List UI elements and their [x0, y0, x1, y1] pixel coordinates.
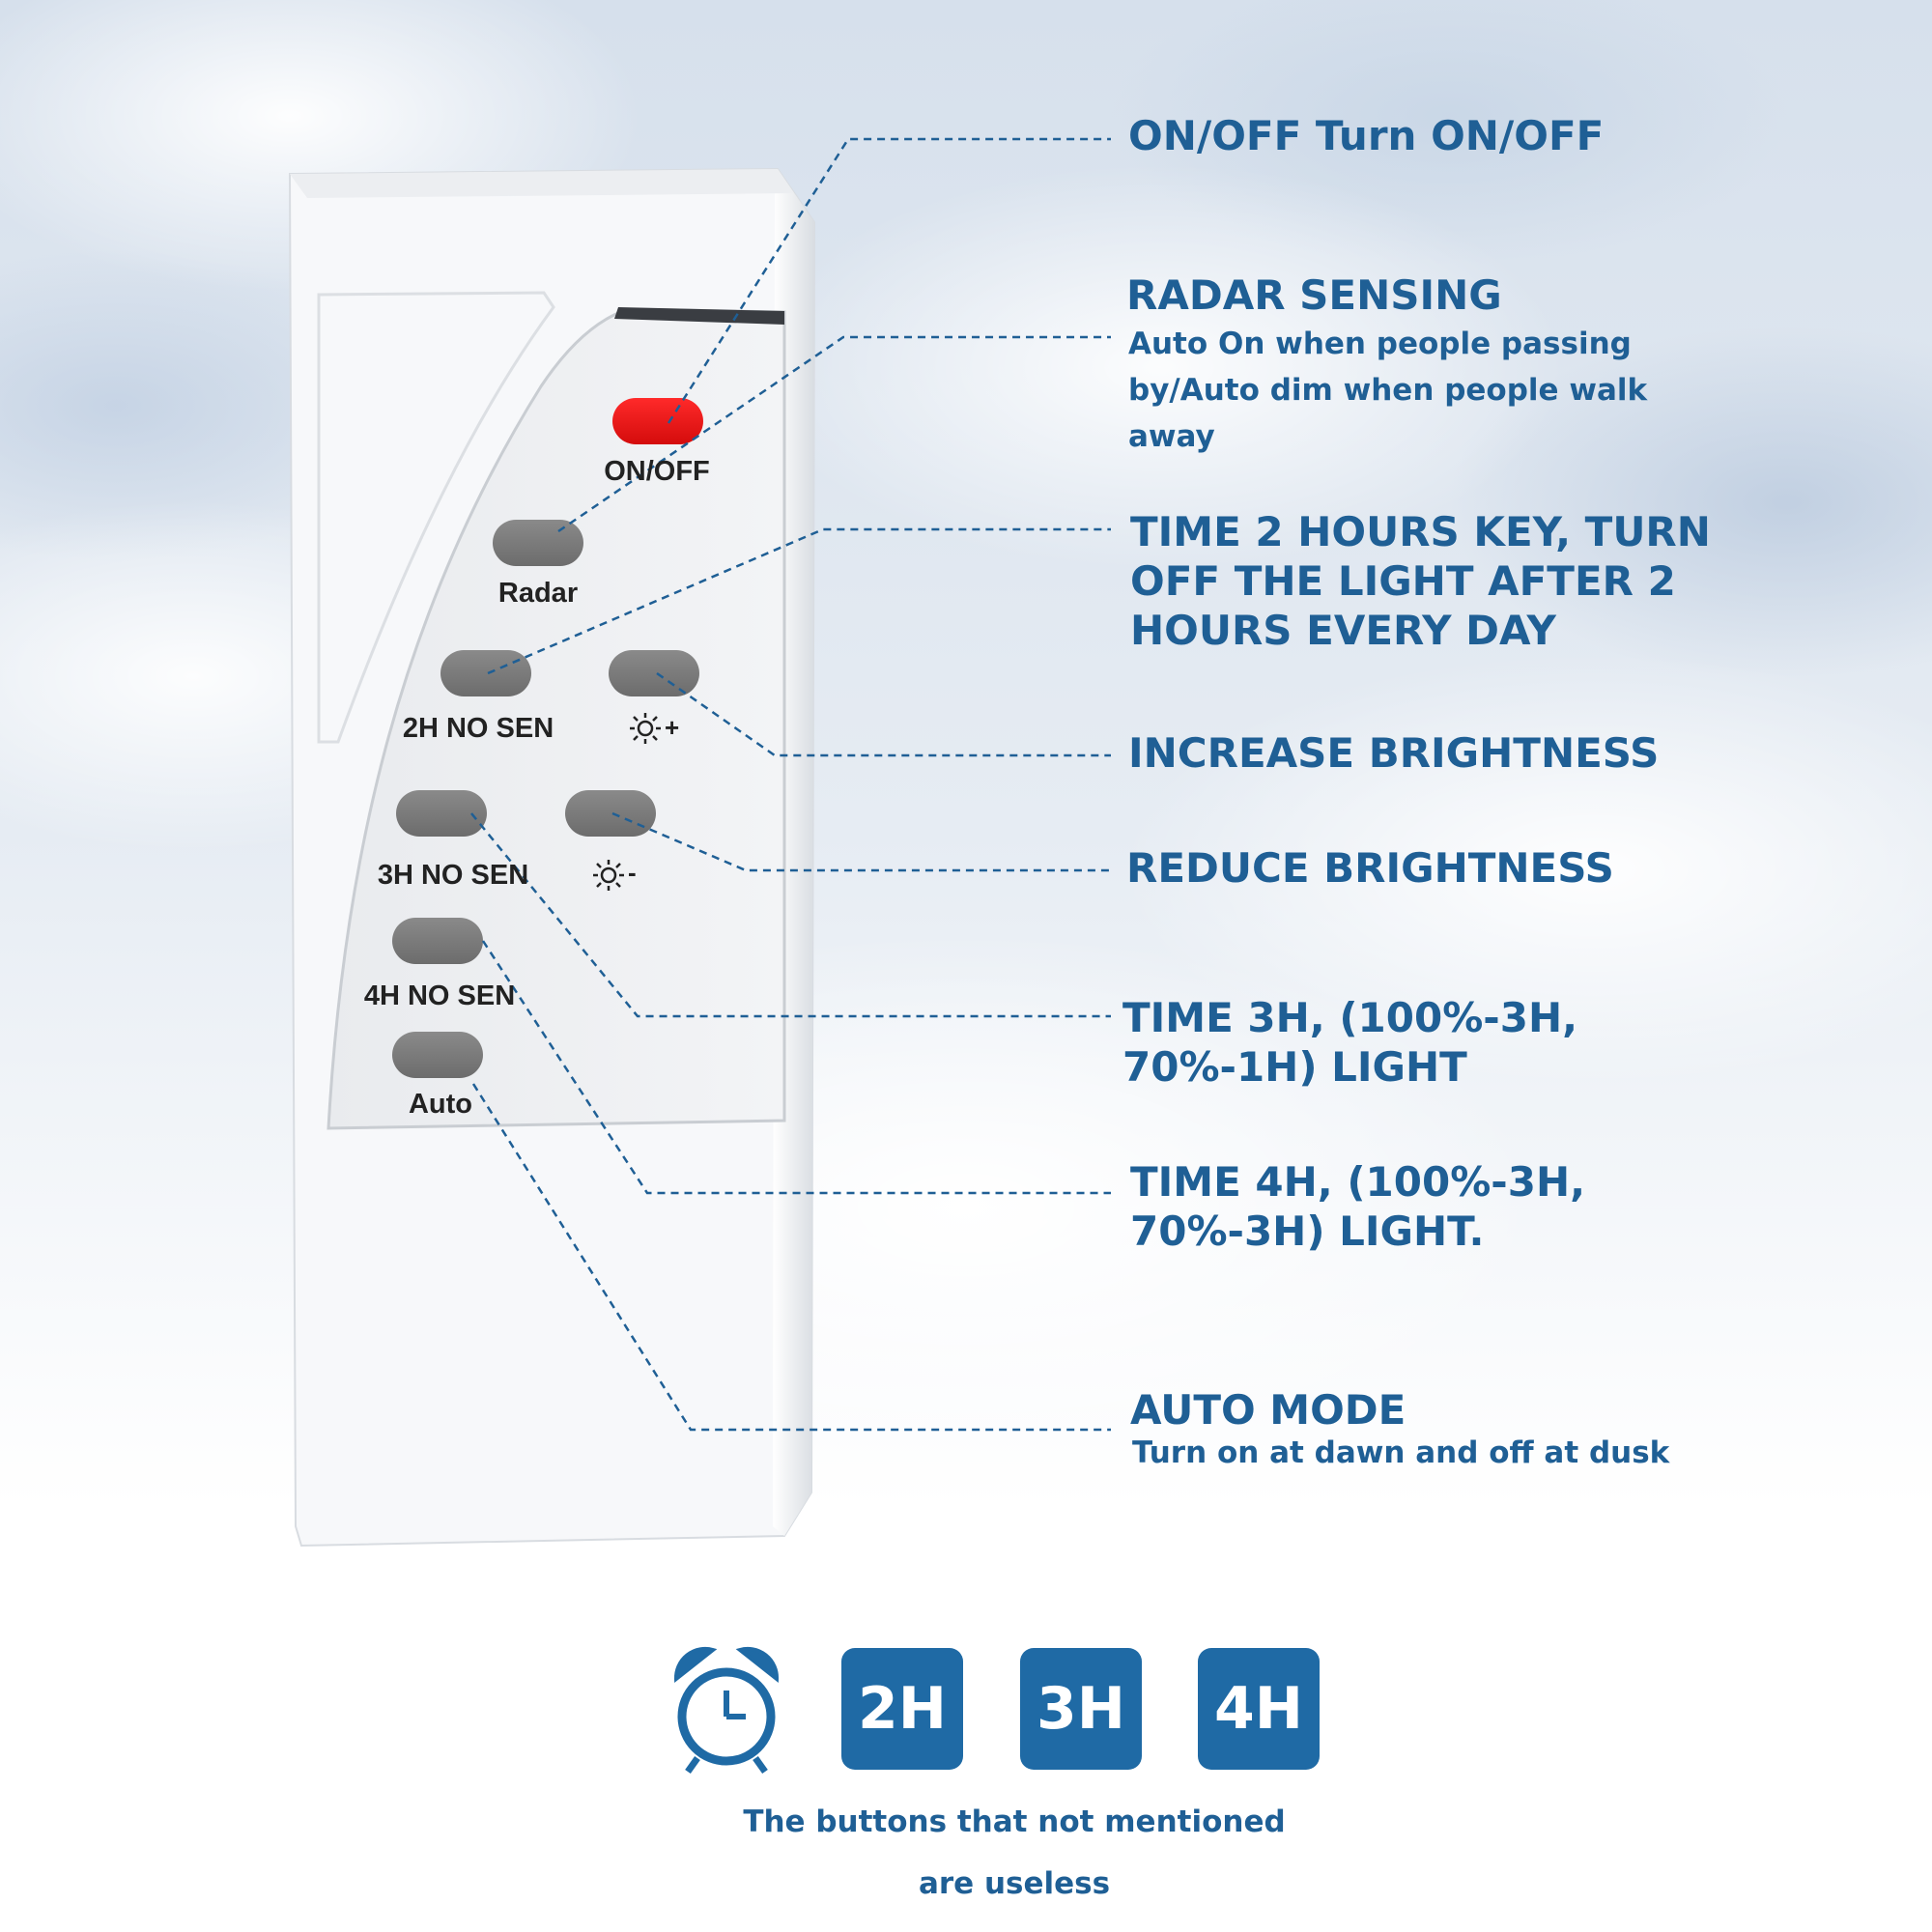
radar-annotation-desc: Auto On when people passing by/Auto dim …: [1128, 327, 1648, 455]
4h-icon: 4H: [1198, 1648, 1320, 1770]
sun-icon: [630, 713, 661, 744]
brightness-up-sign: +: [665, 713, 680, 742]
2h-icon: 2H: [841, 1648, 963, 1770]
alarm-clock-icon: [673, 1646, 780, 1775]
4h-button[interactable]: [392, 918, 483, 964]
2h-button-label: 2H NO SEN: [402, 713, 554, 744]
radar-annotation-title: RADAR SENSING: [1126, 271, 1502, 319]
onoff-button-label: ON/OFF: [604, 456, 710, 487]
onoff-annotation: ON/OFF Turn ON/OFF: [1128, 112, 1605, 159]
sun-icon: [593, 860, 624, 891]
3h-icon: 3H: [1020, 1648, 1142, 1770]
3h-button-label: 3H NO SEN: [377, 860, 529, 891]
time-2h-annotation: TIME 2 HOURS KEY, TURN OFF THE LIGHT AFT…: [1130, 508, 1711, 655]
time-3h-annotation: TIME 3H, (100%-3H, 70%-1H) LIGHT: [1122, 994, 1578, 1092]
radar-button-label: Radar: [497, 578, 579, 609]
brightness-up-button[interactable]: [609, 650, 699, 696]
brightness-down-button[interactable]: [565, 790, 656, 837]
3h-button[interactable]: [396, 790, 487, 837]
footer-note-line1: The buttons that not mentioned: [743, 1804, 1286, 1839]
2h-button[interactable]: [440, 650, 531, 696]
remote-body: [288, 167, 816, 1548]
leader-lines: [470, 137, 1111, 1432]
auto-button-label: Auto: [408, 1089, 473, 1120]
radar-button[interactable]: [493, 520, 583, 566]
footer-note-line2: are useless: [918, 1866, 1111, 1901]
onoff-button[interactable]: [612, 398, 703, 444]
auto-button[interactable]: [392, 1032, 483, 1078]
auto-mode-annotation-title: AUTO MODE: [1130, 1386, 1406, 1434]
brightness-down-sign: -: [628, 858, 637, 887]
remote-buttons: [392, 398, 703, 1078]
reduce-brightness-annotation: REDUCE BRIGHTNESS: [1126, 844, 1614, 892]
increase-brightness-annotation: INCREASE BRIGHTNESS: [1128, 729, 1660, 777]
4h-button-label: 4H NO SEN: [363, 980, 516, 1011]
time-4h-annotation: TIME 4H, (100%-3H, 70%-3H) LIGHT.: [1130, 1158, 1586, 1256]
auto-mode-annotation-desc: Turn on at dawn and off at dusk: [1132, 1435, 1670, 1470]
